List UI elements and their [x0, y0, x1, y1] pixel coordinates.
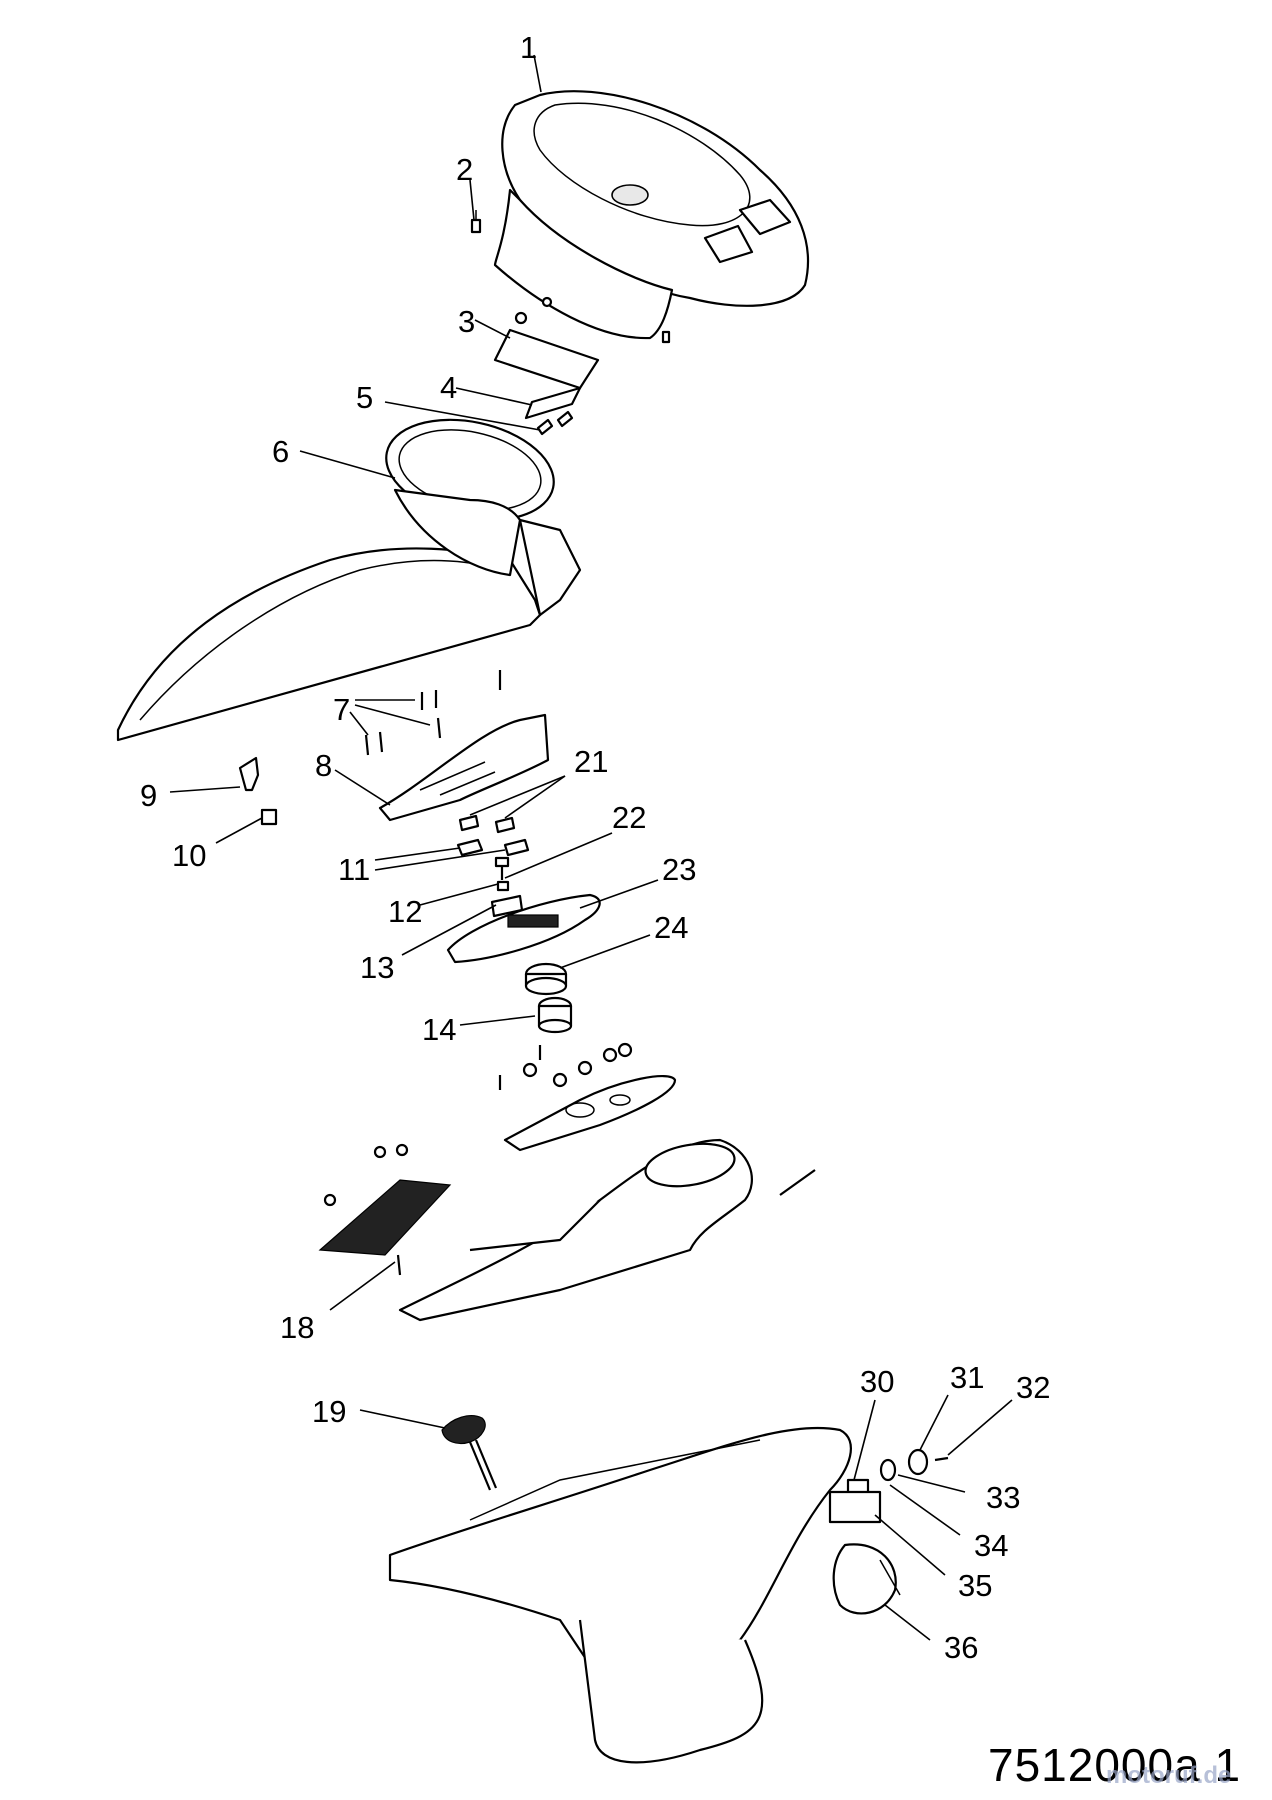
- callout-13: 13: [360, 950, 394, 985]
- callout-6: 6: [272, 434, 289, 469]
- callout-12: 12: [388, 894, 422, 929]
- part-9-lever: [238, 756, 260, 792]
- part-8-deflector: [378, 713, 550, 822]
- part-31-ring: [879, 1448, 929, 1482]
- callout-35: 35: [958, 1568, 992, 1603]
- part-12-bolt: [494, 856, 510, 892]
- callout-22: 22: [612, 800, 646, 835]
- part-23-plate: [446, 893, 601, 964]
- part-21-bolts: [458, 814, 516, 834]
- callout-32: 32: [1016, 1370, 1050, 1405]
- part-4-bracket: [524, 386, 582, 420]
- callout-1: 1: [520, 30, 537, 65]
- leader-lines: [169, 54, 1013, 1641]
- part-7-screws: [364, 670, 502, 756]
- callout-11: 11: [338, 852, 370, 887]
- callout-21: 21: [574, 744, 608, 779]
- callout-8: 8: [315, 748, 332, 783]
- callout-9: 9: [140, 778, 157, 813]
- part-chute-top: [493, 90, 810, 340]
- part-10-clip: [260, 808, 278, 826]
- callout-7: 7: [333, 692, 350, 727]
- part-bolts-cluster: [498, 1042, 633, 1090]
- part-gear-plate: [503, 1074, 677, 1152]
- part-35-switch: [828, 1490, 882, 1524]
- drawing-number: 7512000a 1: [988, 1739, 1242, 1791]
- part-32-screw: [934, 1456, 949, 1462]
- callout-14: 14: [422, 1012, 456, 1047]
- part-36-sleeve: [832, 1543, 901, 1615]
- part-14-bushing: [537, 996, 573, 1034]
- part-24-bushing: [524, 962, 568, 996]
- part-11-washers: [456, 838, 530, 857]
- callout-19: 19: [312, 1394, 346, 1429]
- callout-3: 3: [458, 304, 475, 339]
- part-2-bolt: [470, 210, 482, 234]
- callout-10: 10: [172, 838, 206, 873]
- callout-23: 23: [662, 852, 696, 887]
- callout-30: 30: [860, 1364, 894, 1399]
- part-chute-base: [398, 1138, 816, 1322]
- part-5-pin: [536, 410, 574, 436]
- part-18-screw: [396, 1254, 402, 1276]
- callout-numbers: 1 2 3 4 5 6 7 8 9 10 11 12 13 14 18 19 2…: [140, 30, 1050, 1665]
- part-6-chute-lower: [116, 418, 582, 742]
- callout-18: 18: [280, 1310, 314, 1345]
- callout-5: 5: [356, 380, 373, 415]
- callout-2: 2: [456, 152, 473, 187]
- callout-34: 34: [974, 1528, 1008, 1563]
- callout-24: 24: [654, 910, 688, 945]
- watermark-logo: motoruf.de: [1106, 1762, 1232, 1789]
- callout-36: 36: [944, 1630, 978, 1665]
- part-grate: [318, 1143, 452, 1256]
- part-housing: [388, 1426, 852, 1764]
- callout-31: 31: [950, 1360, 984, 1395]
- callout-33: 33: [986, 1480, 1020, 1515]
- callout-4: 4: [440, 370, 457, 405]
- part-19-knob-handle: [441, 1415, 498, 1491]
